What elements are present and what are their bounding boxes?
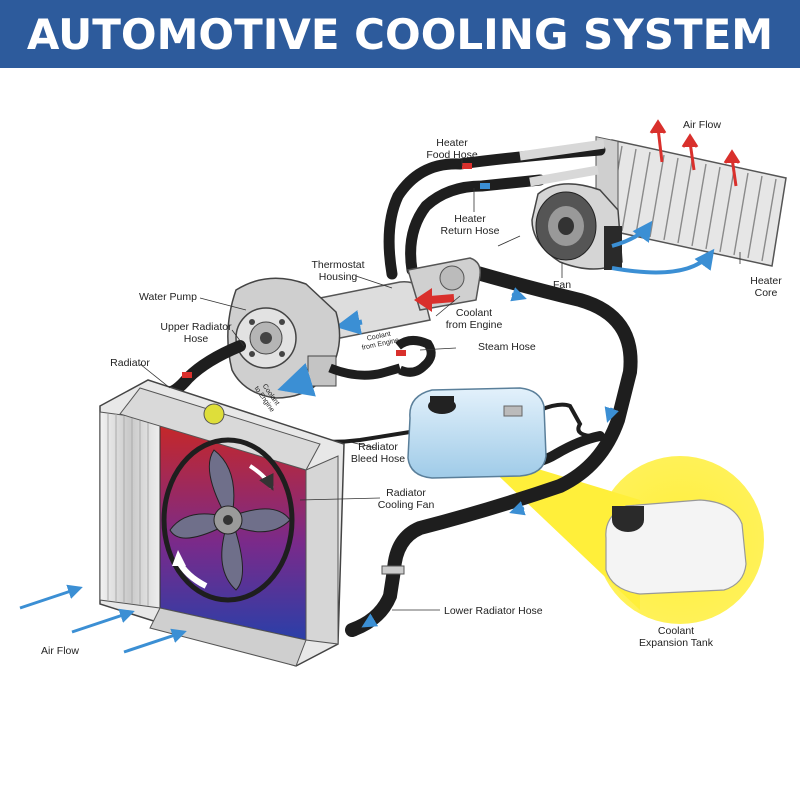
expansion-tank-zoom	[606, 500, 746, 594]
heater-return-cool-marker	[480, 183, 490, 189]
hose-flow-arrow-3	[512, 508, 524, 512]
pump-to-thermostat-hose	[330, 368, 400, 375]
upper-radiator-hose	[170, 346, 240, 392]
label-water-pump: Water Pump	[139, 291, 197, 303]
heater-return-hose-metal	[530, 170, 598, 182]
steam-hose-fitting	[398, 340, 431, 372]
upper-hose-hot-marker	[182, 372, 192, 378]
coolant-from-engine-arrow	[430, 298, 454, 300]
steam-hose-hot-marker	[396, 350, 406, 356]
steam-hose	[540, 405, 590, 436]
coolant-expansion-tank	[408, 388, 546, 478]
label-lower-radiator-hose: Lower Radiator Hose	[444, 605, 543, 617]
hose-flow-arrow-1	[512, 294, 524, 298]
water-pump	[228, 278, 340, 398]
label-air-flow-top: Air Flow	[683, 119, 721, 131]
page-title: AUTOMOTIVE COOLING SYSTEM	[27, 10, 773, 59]
title-banner: AUTOMOTIVE COOLING SYSTEM	[0, 0, 800, 68]
label-steam-hose: Steam Hose	[478, 341, 536, 353]
label-radiator: Radiator	[110, 357, 150, 369]
label-air-flow-bottom: Air Flow	[41, 645, 79, 657]
heater-feed-hot-marker	[462, 163, 472, 169]
label-fan: Fan	[553, 279, 571, 291]
hose-clamp	[382, 566, 404, 574]
blower-airflow-arrow-2	[612, 252, 712, 272]
